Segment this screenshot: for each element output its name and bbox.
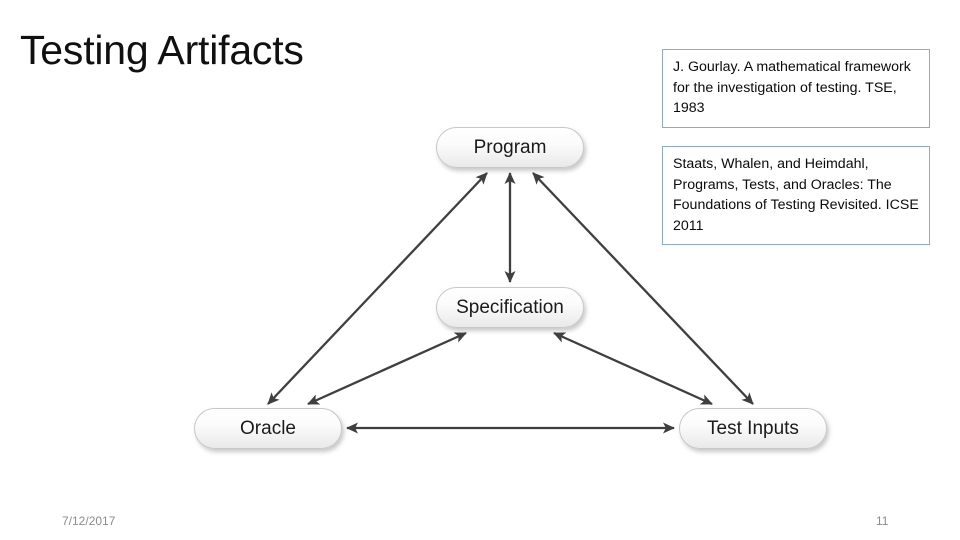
diagram-node-program[interactable]: Program (436, 127, 584, 168)
diagram-node-specification[interactable]: Specification (436, 287, 584, 328)
footer-date: 7/12/2017 (62, 514, 116, 528)
edge-specification-oracle (307, 331, 467, 406)
citation-box-gourlay: J. Gourlay. A mathematical framework for… (662, 49, 930, 128)
footer-page-number: 11 (876, 514, 889, 528)
edge-specification-test-inputs (553, 331, 713, 406)
edge-program-oracle (267, 172, 488, 405)
diagram-node-oracle[interactable]: Oracle (194, 408, 342, 449)
edge-program-test-inputs (532, 172, 754, 405)
page-title: Testing Artifacts (20, 27, 304, 73)
diagram-node-test-inputs[interactable]: Test Inputs (679, 408, 827, 449)
